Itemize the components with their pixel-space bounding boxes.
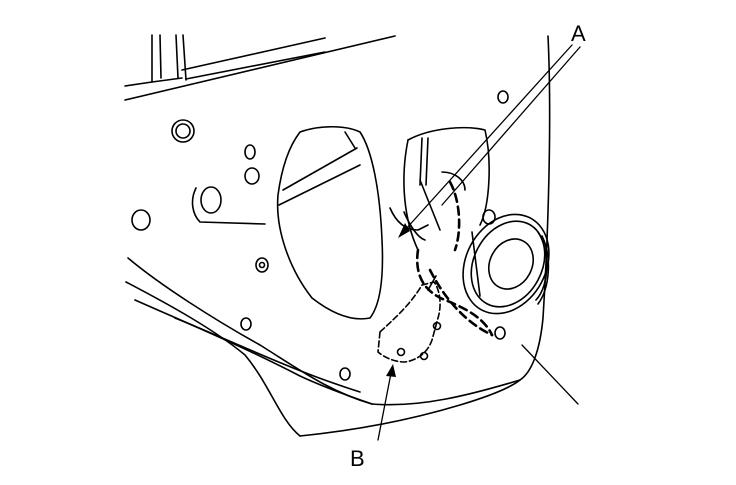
window-frame xyxy=(124,34,396,101)
speaker xyxy=(462,213,550,315)
access-holes xyxy=(131,90,509,381)
callout-label-b: B xyxy=(350,446,365,471)
door-outline xyxy=(125,35,551,437)
connector-a xyxy=(389,171,466,241)
service-opening xyxy=(276,125,384,320)
control-unit-b xyxy=(377,275,442,363)
leader-lines xyxy=(377,44,581,441)
callout-label-a: A xyxy=(571,21,586,46)
arrowheads xyxy=(386,223,410,377)
speaker-opening xyxy=(403,126,490,251)
wire-harness xyxy=(416,180,494,337)
